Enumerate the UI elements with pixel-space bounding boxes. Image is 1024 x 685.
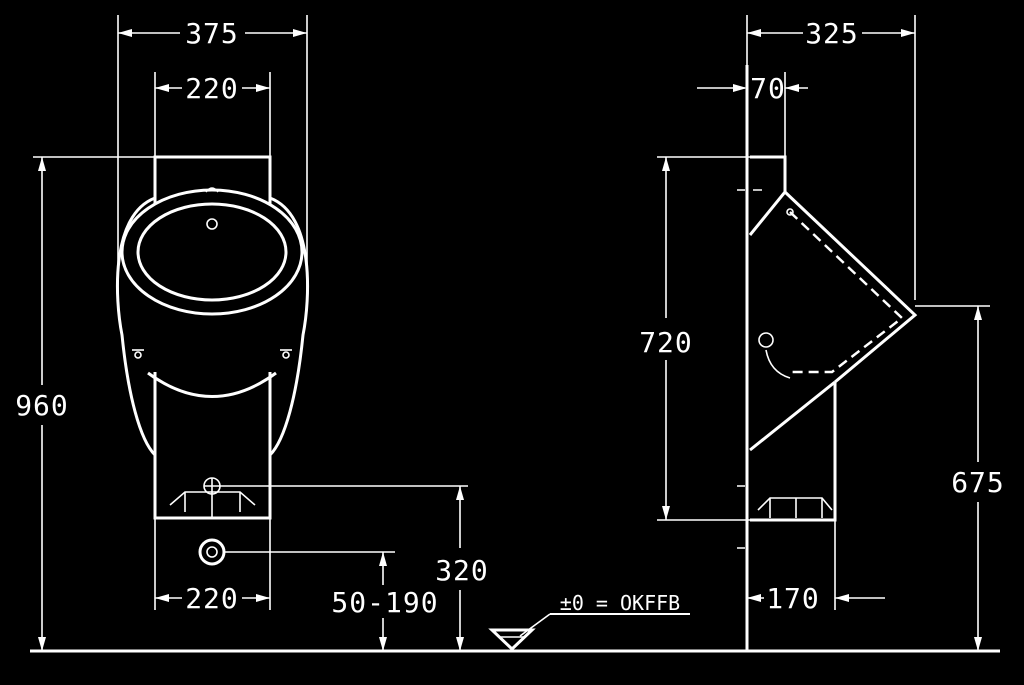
floor-reference-label: ±0 = OKFFB (560, 591, 680, 615)
dim-side-depth: 325 (805, 17, 859, 50)
dim-overall-height: 960 (15, 389, 69, 422)
dim-side-bottom-depth: 170 (766, 582, 820, 615)
floor-reference: ±0 = OKFFB (488, 591, 690, 652)
dim-front-top-width: 220 (185, 72, 239, 105)
side-view: 325 70 720 675 170 (639, 15, 1005, 651)
dim-front-bottom-width: 220 (185, 582, 239, 615)
dim-inlet-range: 50-190 (331, 586, 438, 619)
dim-front-overall-width: 375 (185, 17, 239, 50)
dim-side-offset: 70 (750, 72, 786, 105)
dim-rim-height: 675 (951, 466, 1005, 499)
dim-side-body-height: 720 (639, 326, 693, 359)
dim-outlet-height: 320 (435, 554, 489, 587)
front-view: 375 220 220 960 320 (15, 15, 489, 651)
